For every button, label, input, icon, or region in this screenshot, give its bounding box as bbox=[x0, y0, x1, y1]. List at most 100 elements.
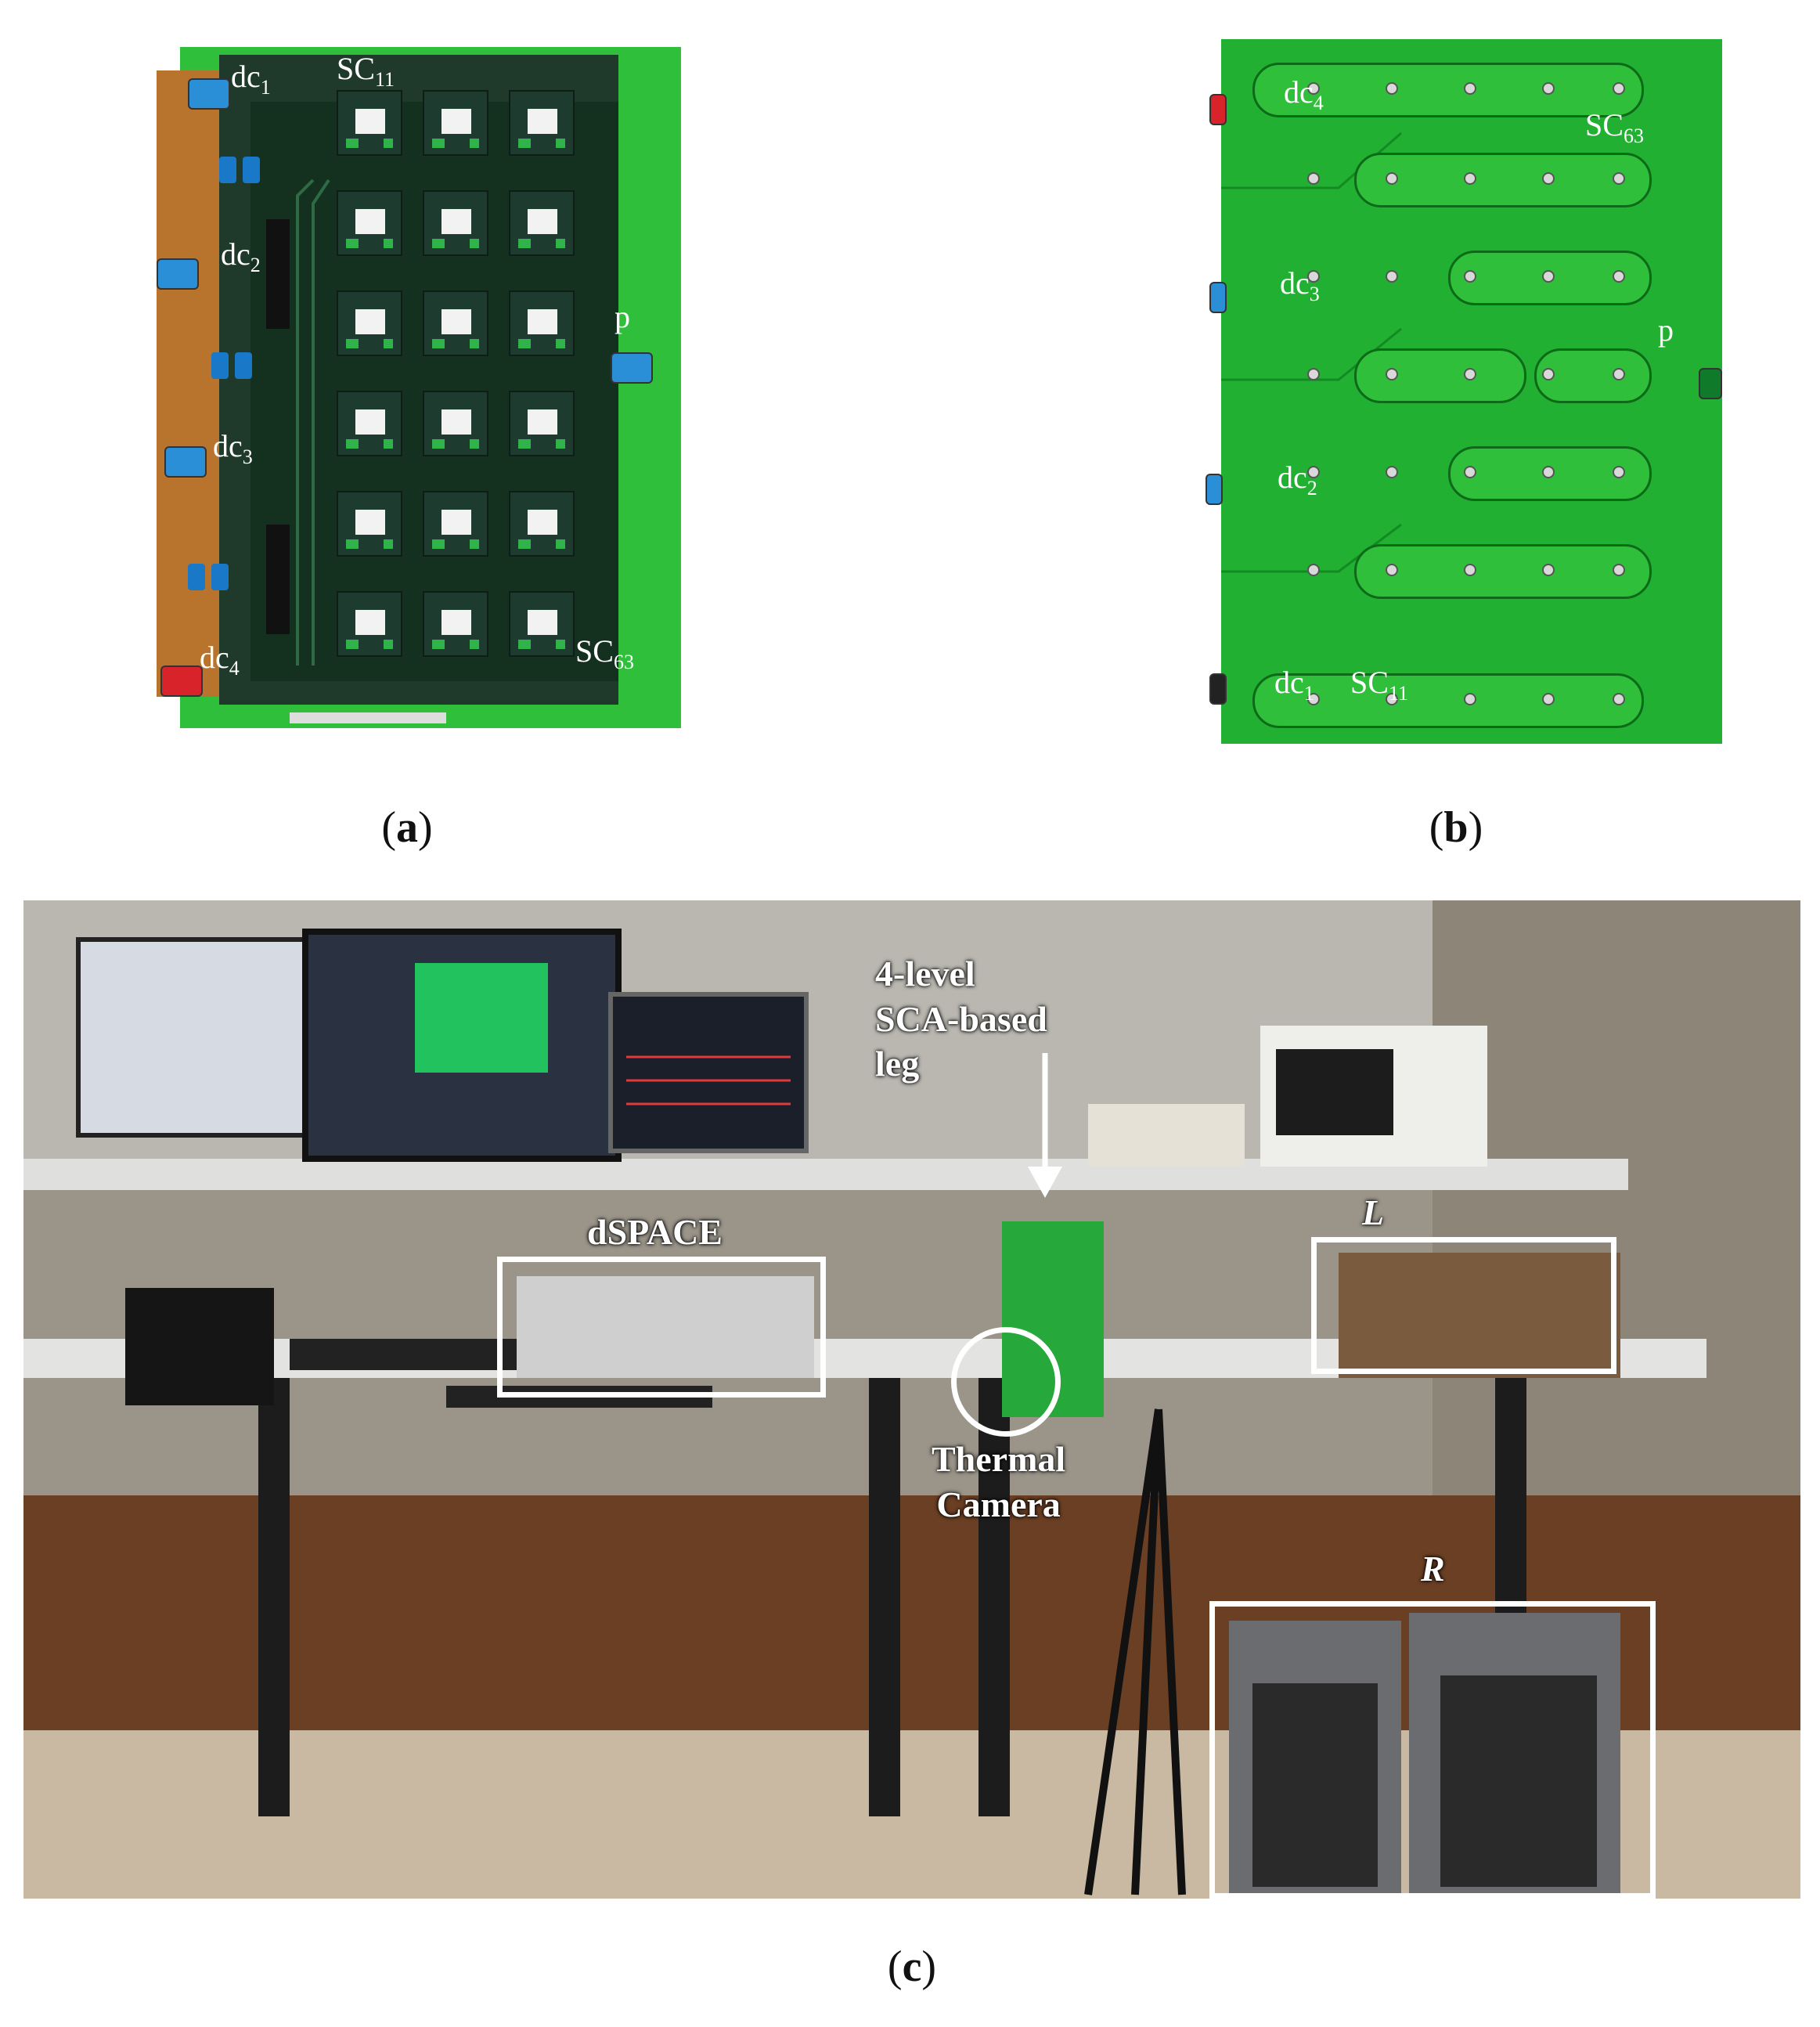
switching-cell-module bbox=[337, 591, 402, 657]
switching-cell-module bbox=[423, 491, 488, 557]
bolt bbox=[1464, 564, 1476, 576]
bolt bbox=[1613, 693, 1625, 705]
panel-b-photo bbox=[1198, 23, 1730, 752]
label-a-sc11: SC11 bbox=[337, 51, 395, 91]
bolt bbox=[1613, 564, 1625, 576]
switching-cell-module bbox=[509, 391, 575, 456]
panel-c-photo bbox=[23, 900, 1800, 1899]
capacitor bbox=[219, 157, 236, 183]
bolt bbox=[1386, 368, 1398, 381]
switching-cell-module bbox=[509, 491, 575, 557]
label-b-sc63: SC63 bbox=[1585, 107, 1644, 147]
label-a-dc1: dc1 bbox=[231, 59, 271, 99]
bolt bbox=[1613, 368, 1625, 381]
bolt bbox=[1386, 693, 1398, 705]
bolt bbox=[1307, 564, 1320, 576]
capacitor bbox=[243, 157, 260, 183]
switching-cell-module bbox=[509, 591, 575, 657]
connector-dc3 bbox=[164, 446, 207, 478]
arrow-down-icon bbox=[1028, 1053, 1062, 1198]
bolt bbox=[1613, 270, 1625, 283]
switching-cell-module bbox=[337, 90, 402, 156]
bolt bbox=[1307, 270, 1320, 283]
bolt bbox=[1386, 172, 1398, 185]
bolt bbox=[1307, 693, 1320, 705]
resistor-box bbox=[1209, 1601, 1656, 1899]
connector-p bbox=[1699, 368, 1722, 399]
bolt bbox=[1613, 172, 1625, 185]
label-a-dc4: dc4 bbox=[200, 640, 240, 680]
connector-dc3 bbox=[1209, 282, 1227, 313]
label-c-inductor: L bbox=[1362, 1192, 1385, 1232]
copper-pad bbox=[1354, 153, 1652, 207]
switching-cell-module bbox=[337, 190, 402, 256]
connector-p bbox=[611, 352, 653, 384]
label-c-leg: 4-level SCA-based leg bbox=[875, 954, 1047, 1084]
bolt bbox=[1542, 466, 1555, 478]
label-a-sc63: SC63 bbox=[575, 633, 634, 673]
connector-dc1 bbox=[188, 78, 230, 110]
label-b-dc2: dc2 bbox=[1278, 460, 1317, 500]
label-c-thermal-camera: Thermal Camera bbox=[932, 1439, 1066, 1524]
lab-scene-drawing bbox=[23, 900, 1800, 1899]
switching-cell-module bbox=[423, 190, 488, 256]
bolt bbox=[1542, 368, 1555, 381]
label-a-dc3: dc3 bbox=[213, 428, 253, 468]
switching-cell-module bbox=[337, 491, 402, 557]
panel-a-photo bbox=[125, 23, 689, 752]
bolt bbox=[1386, 466, 1398, 478]
capacitor bbox=[188, 564, 205, 590]
caption-a: (a) bbox=[381, 803, 433, 852]
bolt bbox=[1307, 172, 1320, 185]
bolt bbox=[1464, 466, 1476, 478]
bolt bbox=[1464, 693, 1476, 705]
connector-dc4 bbox=[160, 665, 203, 697]
label-b-dc1: dc1 bbox=[1274, 665, 1314, 705]
thermal-camera-circle bbox=[951, 1327, 1061, 1437]
bolt bbox=[1542, 270, 1555, 283]
capacitor bbox=[235, 352, 252, 379]
connector-dc4 bbox=[1209, 94, 1227, 125]
capacitor bbox=[211, 564, 229, 590]
switching-cell-module bbox=[423, 591, 488, 657]
label-b-dc4: dc4 bbox=[1284, 74, 1324, 114]
label-c-dspace: dSPACE bbox=[587, 1212, 723, 1252]
switching-cell-module bbox=[509, 90, 575, 156]
connector-dc1 bbox=[1209, 673, 1227, 705]
bolt bbox=[1542, 82, 1555, 95]
bolt bbox=[1307, 82, 1320, 95]
caption-c: (c) bbox=[887, 1942, 937, 1991]
bolt bbox=[1542, 564, 1555, 576]
switching-cell-module bbox=[423, 391, 488, 456]
switching-cell-module bbox=[423, 90, 488, 156]
caption-b: (b) bbox=[1429, 803, 1483, 852]
bolt bbox=[1464, 172, 1476, 185]
bolt bbox=[1542, 172, 1555, 185]
label-b-p: p bbox=[1658, 312, 1674, 348]
label-c-resistor: R bbox=[1421, 1549, 1445, 1589]
label-b-sc11: SC11 bbox=[1350, 665, 1408, 705]
switching-cell-module bbox=[509, 190, 575, 256]
connector-dc2 bbox=[157, 258, 199, 290]
capacitor bbox=[211, 352, 229, 379]
bolt bbox=[1464, 270, 1476, 283]
bolt bbox=[1307, 466, 1320, 478]
label-a-dc2: dc2 bbox=[221, 236, 261, 276]
copper-pad bbox=[1354, 348, 1526, 403]
bolt bbox=[1386, 82, 1398, 95]
bolt bbox=[1386, 564, 1398, 576]
switching-cell-module bbox=[337, 290, 402, 356]
label-b-dc3: dc3 bbox=[1280, 265, 1320, 305]
bolt bbox=[1613, 82, 1625, 95]
bolt bbox=[1613, 466, 1625, 478]
switching-cell-module bbox=[509, 290, 575, 356]
switching-cell-module bbox=[337, 391, 402, 456]
bolt bbox=[1464, 368, 1476, 381]
switching-cell-module bbox=[423, 290, 488, 356]
inductor-box bbox=[1311, 1237, 1616, 1374]
copper-pad bbox=[1354, 544, 1652, 599]
label-a-p: p bbox=[614, 299, 630, 334]
connector-dc2 bbox=[1206, 474, 1223, 505]
dspace-box bbox=[497, 1257, 826, 1398]
bolt bbox=[1464, 82, 1476, 95]
